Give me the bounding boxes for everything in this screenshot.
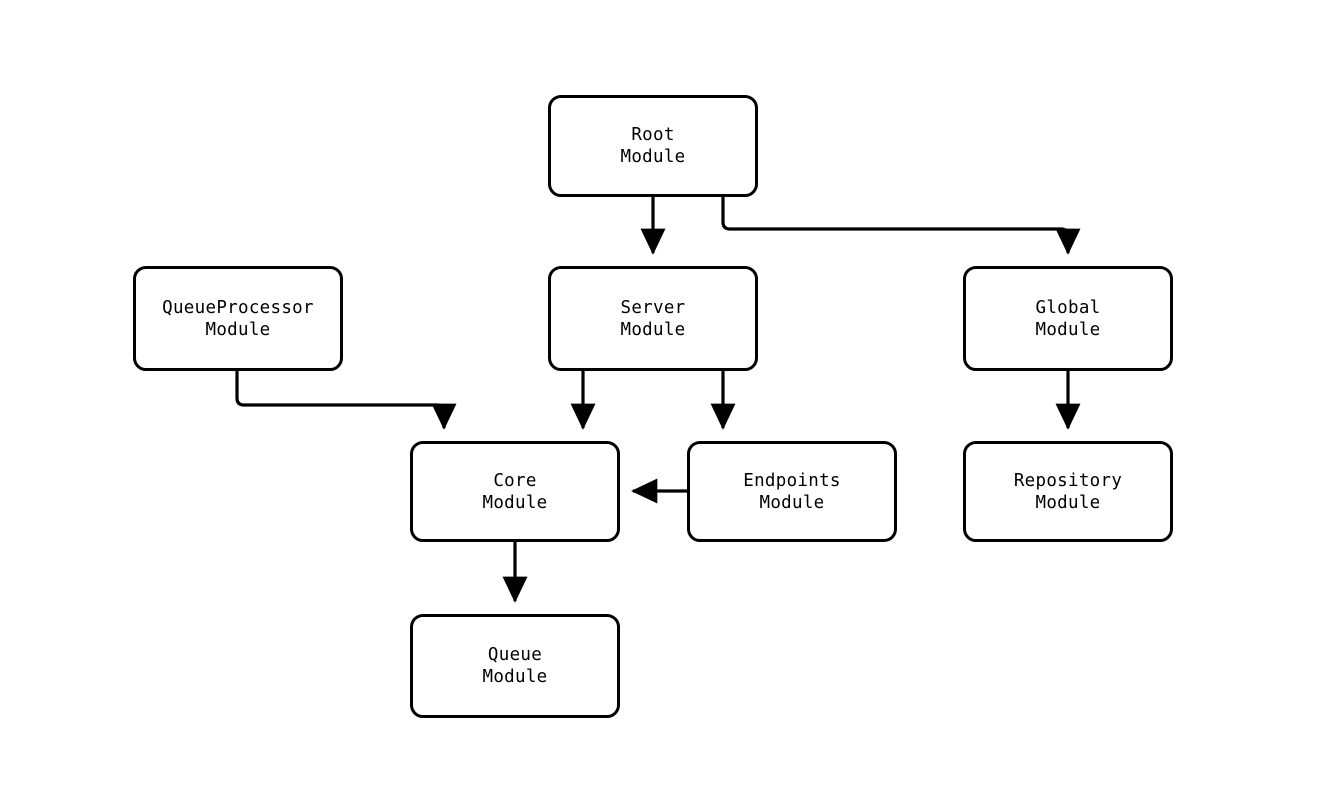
edge-root-to-global xyxy=(721,197,1081,255)
node-core-module[interactable]: Core Module xyxy=(410,441,620,542)
node-queue-module-suffix: Module xyxy=(482,667,548,687)
edge-queueprocessor-to-core xyxy=(235,371,457,430)
node-core-module-suffix: Module xyxy=(482,492,548,513)
node-global-module[interactable]: Global Module xyxy=(963,266,1173,371)
node-global-module-name: Global xyxy=(1035,297,1101,318)
node-root-module-suffix: Module xyxy=(620,147,686,167)
node-queueprocessor-module[interactable]: QueueProcessor Module xyxy=(133,266,343,371)
node-queueprocessor-module-name: QueueProcessor xyxy=(162,297,314,318)
node-repository-module-name: Repository xyxy=(1013,470,1123,491)
node-queue-module-name: Queue xyxy=(487,645,543,665)
node-endpoints-module-name: Endpoints xyxy=(743,470,841,491)
node-server-module-suffix: Module xyxy=(620,319,686,340)
node-queueprocessor-module-suffix: Module xyxy=(205,319,271,340)
node-queue-module[interactable]: Queue Module xyxy=(410,614,620,718)
node-root-module-name: Root xyxy=(631,125,675,145)
node-root-module[interactable]: Root Module xyxy=(548,95,758,197)
node-server-module-name: Server xyxy=(620,297,686,318)
node-core-module-name: Core xyxy=(493,470,537,491)
node-repository-module-suffix: Module xyxy=(1035,492,1101,513)
node-server-module[interactable]: Server Module xyxy=(548,266,758,371)
node-repository-module[interactable]: Repository Module xyxy=(963,441,1173,542)
node-endpoints-module[interactable]: Endpoints Module xyxy=(687,441,897,542)
node-global-module-suffix: Module xyxy=(1035,319,1101,340)
node-endpoints-module-suffix: Module xyxy=(759,492,825,513)
